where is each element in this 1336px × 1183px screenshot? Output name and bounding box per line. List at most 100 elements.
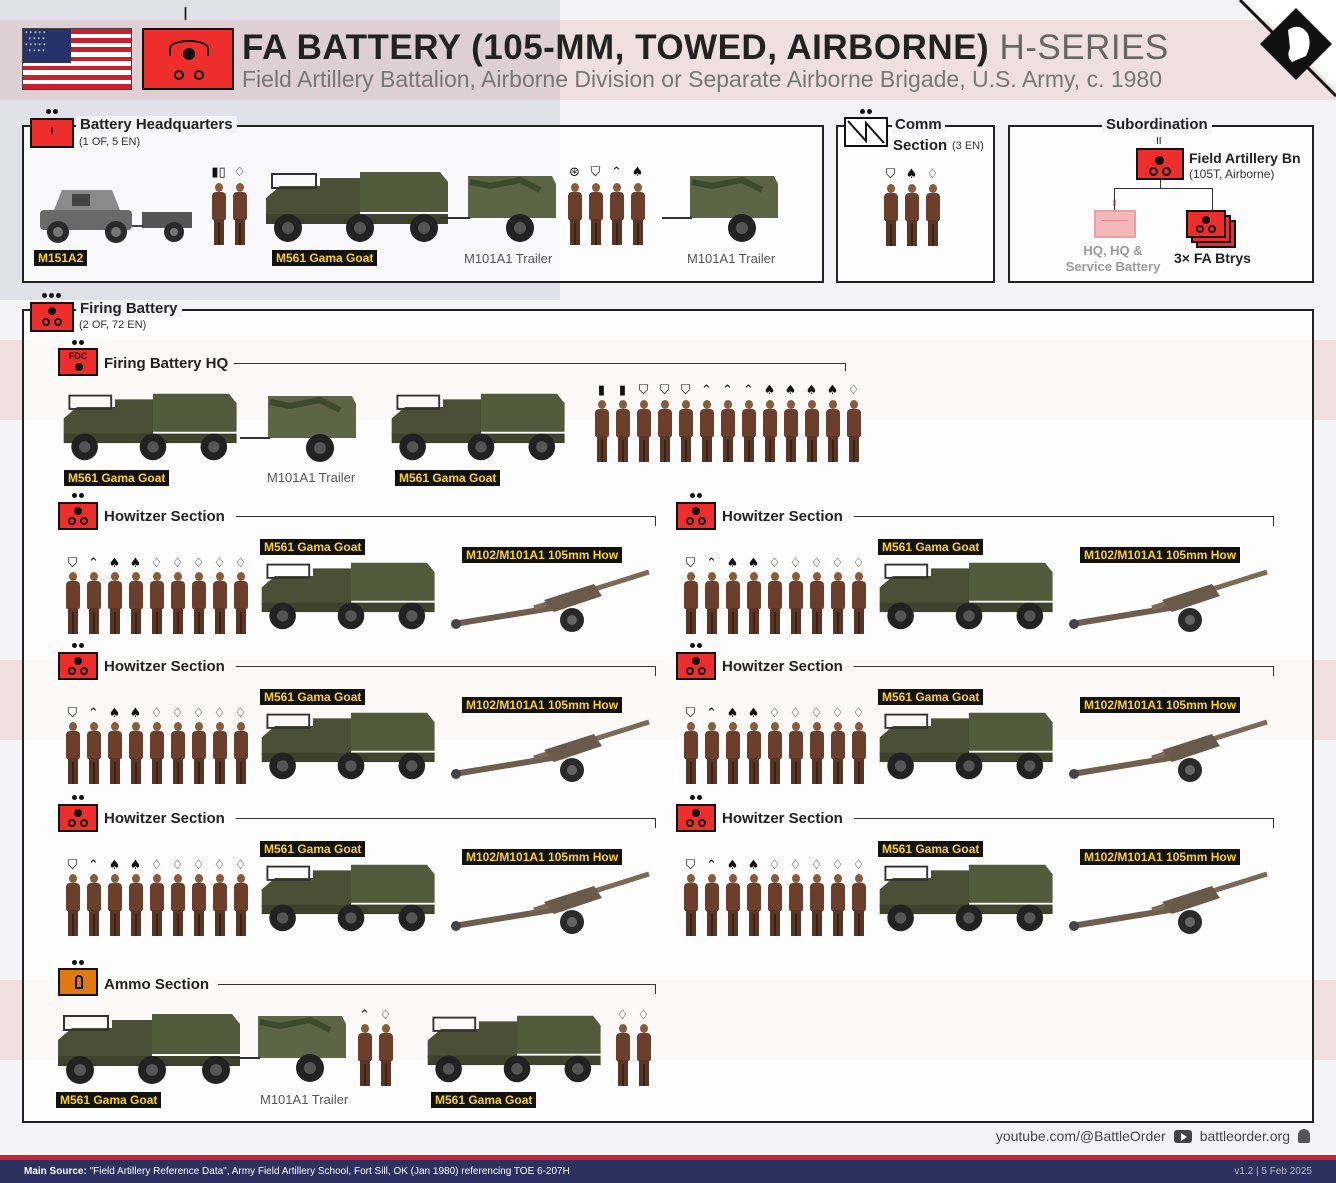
soldier-icon	[677, 400, 694, 464]
howitzer-section-title: Howitzer Section	[104, 658, 225, 675]
soldier-icon	[745, 874, 762, 938]
howitzer-ranks: ⛉⌃♠♠♢♢♢♢♢	[64, 858, 249, 874]
echelon-dots	[72, 795, 84, 800]
rank-icon: ♢	[852, 556, 865, 571]
page-title: FA BATTERY (105-MM, TOWED, AIRBORNE) H-S…	[242, 28, 1169, 68]
m101a1-trailer-label: M101A1 Trailer	[260, 1092, 349, 1107]
m101a1-trailer-vehicle	[440, 176, 556, 242]
rank-icon: ♢	[150, 556, 163, 571]
m101a1-trailer-vehicle	[240, 396, 356, 462]
rank-icon: ♢	[234, 706, 247, 721]
rank-icon: ♢	[150, 706, 163, 721]
m561-gama-goat-vehicle-2	[391, 393, 565, 461]
howitzer-section-symbol	[676, 652, 716, 680]
howitzer-section-title: Howitzer Section	[104, 810, 225, 827]
section-rule-end	[655, 516, 656, 526]
rank-icon: ♠	[826, 383, 839, 398]
section-rule	[236, 666, 656, 667]
m101a1-trailer-label: M101A1 Trailer	[464, 251, 553, 266]
echelon-dots	[690, 643, 702, 648]
soldier-icon	[169, 572, 186, 636]
soldier-icon	[211, 874, 228, 938]
rank-icon: ▮▯	[211, 165, 226, 180]
comm-section-symbol	[844, 117, 888, 147]
m561-gama-goat-vehicle	[879, 864, 1053, 932]
echelon-dots	[72, 643, 84, 648]
m561-tag: M561 Gama Goat	[64, 470, 170, 486]
soldier-icon	[210, 183, 227, 247]
rank-icon: ⌃	[88, 556, 99, 571]
rank-icon: ♠	[747, 706, 760, 721]
m561-tag: M561 Gama Goat	[260, 841, 366, 857]
site-link[interactable]: battleorder.org	[1199, 1128, 1290, 1144]
rank-icon: ♠	[747, 556, 760, 571]
m102-howitzer-vehicle	[1069, 569, 1268, 632]
m101a1-trailer-vehicle	[230, 1016, 346, 1082]
howitzer-tag: M102/M101A1 105mm How	[462, 697, 623, 713]
howitzer-section-title: Howitzer Section	[104, 508, 225, 525]
howitzer-section-symbol	[58, 804, 98, 832]
rank-icon: ♢	[768, 858, 781, 873]
us-flag-icon: ***** **** ***** ****	[22, 28, 132, 90]
rank-icon: ♢	[852, 706, 865, 721]
echelon-dots	[690, 795, 702, 800]
rank-icon: ♠	[763, 383, 776, 398]
comm-title-2: Section	[893, 137, 948, 154]
howitzer-tag: M102/M101A1 105mm How	[462, 849, 623, 865]
rank-icon: ♠	[129, 706, 142, 721]
fdc-symbol: FDC	[58, 348, 98, 376]
soldier-icon	[698, 400, 715, 464]
parent-unit-symbol	[1136, 148, 1184, 180]
soldier-icon	[829, 874, 846, 938]
howitzer-troops	[64, 874, 249, 938]
rank-icon: ♢	[831, 858, 844, 873]
soldier-icon	[587, 183, 604, 247]
rank-icon: ♠	[726, 706, 739, 721]
howitzer-tag: M102/M101A1 105mm How	[1080, 849, 1241, 865]
rank-icon: ⛉	[685, 858, 696, 873]
howitzer-ranks: ⛉⌃♠♠♢♢♢♢♢	[64, 706, 249, 722]
soldier-icon	[903, 184, 920, 248]
page-subtitle: Field Artillery Battalion, Airborne Divi…	[242, 66, 1163, 92]
soldier-icon	[766, 722, 783, 786]
soldier-icon	[635, 1024, 652, 1088]
subordination-title: Subordination	[1102, 116, 1212, 133]
hhsb-label-line2: Service Battery	[1065, 259, 1161, 274]
soldier-icon	[824, 400, 841, 464]
rank-icon: ♠	[726, 858, 739, 873]
soldier-icon	[829, 722, 846, 786]
soldier-icon	[703, 722, 720, 786]
parent-unit-name: Field Artillery Bn	[1189, 150, 1301, 166]
rank-icon: ♢	[847, 383, 860, 398]
rank-icon: ⌃	[722, 383, 733, 398]
youtube-link[interactable]: youtube.com/@BattleOrder	[995, 1128, 1166, 1144]
soldier-icon	[85, 722, 102, 786]
rank-icon: ⛉	[67, 556, 78, 571]
m561-gama-goat-vehicle	[261, 864, 435, 932]
rank-icon: ♢	[810, 556, 823, 571]
soldier-icon	[190, 722, 207, 786]
rank-icon: ♢	[233, 165, 246, 180]
soldier-icon	[85, 874, 102, 938]
m561-tag: M561 Gama Goat	[878, 689, 984, 705]
battery-hq-symbol: I	[30, 118, 74, 148]
rank-icon: ⌃	[611, 165, 622, 180]
source-text: "Field Artillery Reference Data", Army F…	[89, 1166, 570, 1177]
section-rule-end	[1273, 818, 1274, 828]
m102-howitzer-vehicle	[1069, 871, 1268, 934]
source-note: Main Source: "Field Artillery Reference …	[24, 1166, 570, 1177]
soldier-icon	[608, 183, 625, 247]
rank-icon: ♢	[213, 556, 226, 571]
soldier-icon	[787, 874, 804, 938]
rank-icon: ♢	[171, 858, 184, 873]
battery-hq-troops-a	[210, 183, 248, 247]
rank-icon: ♢	[831, 706, 844, 721]
rank-icon: ⛉	[638, 383, 649, 398]
child-echelon-mark: II	[1112, 198, 1118, 208]
rank-icon: ⛉	[67, 858, 78, 873]
howitzer-tag: M102/M101A1 105mm How	[462, 547, 623, 563]
rank-icon: ▮	[597, 383, 606, 398]
rank-icon: ▮	[618, 383, 627, 398]
m151a2-jeep-vehicle	[40, 190, 192, 243]
howitzer-section-title: Howitzer Section	[722, 508, 843, 525]
